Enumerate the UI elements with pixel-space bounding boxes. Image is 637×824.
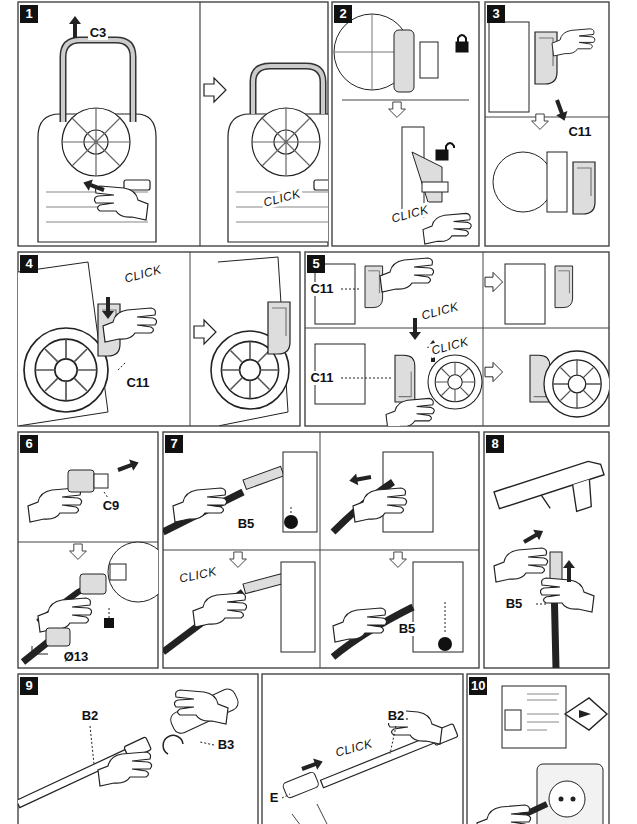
- part-callout: C11: [308, 282, 335, 296]
- step-number: 2: [334, 5, 352, 23]
- click-indicator: CLICK: [121, 262, 165, 286]
- part-callout: B5: [236, 517, 257, 531]
- part-callout: E: [268, 791, 281, 805]
- step-number-text: 1: [25, 6, 32, 21]
- step-number-text: 8: [491, 436, 498, 451]
- part-callout: C11: [566, 125, 593, 139]
- part-callout: C3: [88, 26, 109, 40]
- part-callout: B3: [216, 738, 237, 752]
- step-number: 5: [307, 255, 325, 273]
- step-number: 3: [487, 5, 505, 23]
- step-number-text: 2: [339, 6, 346, 21]
- click-indicator: CLICK: [388, 202, 432, 226]
- step-number: 1: [20, 5, 38, 23]
- part-callout: B2: [80, 709, 101, 723]
- click-indicator: CLICK: [418, 299, 462, 323]
- step-number-text: 5: [312, 256, 319, 271]
- click-indicator: CLICK: [176, 564, 220, 586]
- step-number-text: 10: [471, 678, 485, 693]
- step-number-text: 3: [492, 6, 499, 21]
- part-callout: B5: [504, 597, 525, 611]
- part-callout: C9: [101, 499, 122, 513]
- step-number-text: 4: [25, 256, 32, 271]
- part-callout: B2: [386, 709, 407, 723]
- click-indicator: CLICK: [428, 334, 472, 358]
- step-number: 9: [20, 677, 38, 695]
- click-indicator: CLICK: [332, 736, 376, 760]
- part-callout: C11: [308, 371, 335, 385]
- step-number: 6: [20, 435, 38, 453]
- step-number-text: 7: [170, 436, 177, 451]
- step-number: 10: [469, 677, 487, 695]
- step-number: 8: [486, 435, 504, 453]
- part-callout: Ø13: [62, 650, 91, 664]
- step-number: 4: [20, 255, 38, 273]
- step-number: 7: [165, 435, 183, 453]
- step-number-text: 6: [25, 436, 32, 451]
- part-callout: C11: [124, 376, 151, 390]
- step-number-text: 9: [25, 678, 32, 693]
- part-callout: B5: [397, 622, 418, 636]
